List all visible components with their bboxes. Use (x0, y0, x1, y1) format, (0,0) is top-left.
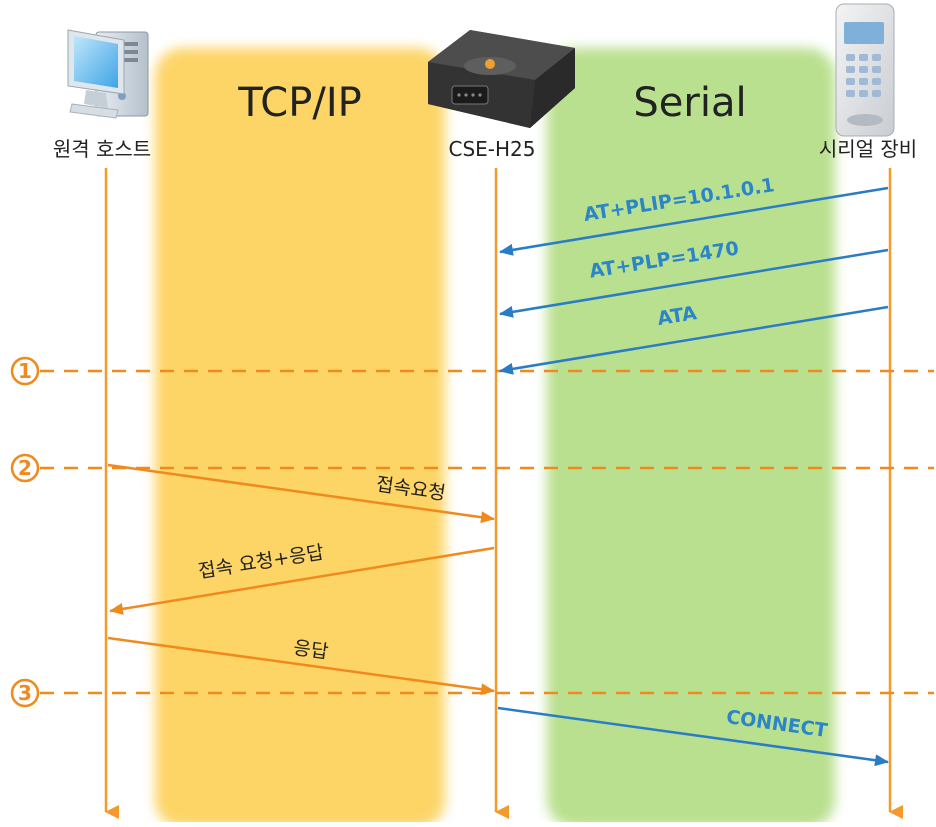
svg-text:1: 1 (18, 359, 32, 383)
device-label: CSE-H25 (448, 137, 535, 161)
keypad-terminal-icon (835, 3, 895, 137)
msg-response-label: 응답 (292, 637, 330, 664)
svg-text:2: 2 (18, 456, 32, 480)
serial-server-device-icon (428, 30, 575, 128)
step-1-marker: 1 (10, 356, 40, 386)
host-label: 원격 호스트 (53, 137, 151, 161)
step-3-marker: 3 (10, 678, 40, 708)
msg-plip-arrow (499, 186, 889, 256)
step-2-marker: 2 (10, 453, 40, 483)
serial-zone-label: Serial (633, 80, 746, 126)
msg-request-response-arrow (109, 546, 495, 615)
msg-connect-arrow (497, 706, 889, 767)
tcpip-zone (155, 48, 445, 827)
msg-connect-request-arrow (107, 463, 495, 524)
serial-device-label: 시리얼 장비 (819, 137, 917, 161)
tcpip-zone-label: TCP/IP (237, 80, 362, 126)
serial-zone (547, 48, 835, 827)
msg-plp-arrow (499, 248, 889, 318)
msg-ata-arrow (499, 305, 889, 375)
msg-response-arrow (107, 636, 495, 696)
svg-text:3: 3 (18, 681, 32, 705)
desktop-computer-icon (67, 29, 149, 119)
